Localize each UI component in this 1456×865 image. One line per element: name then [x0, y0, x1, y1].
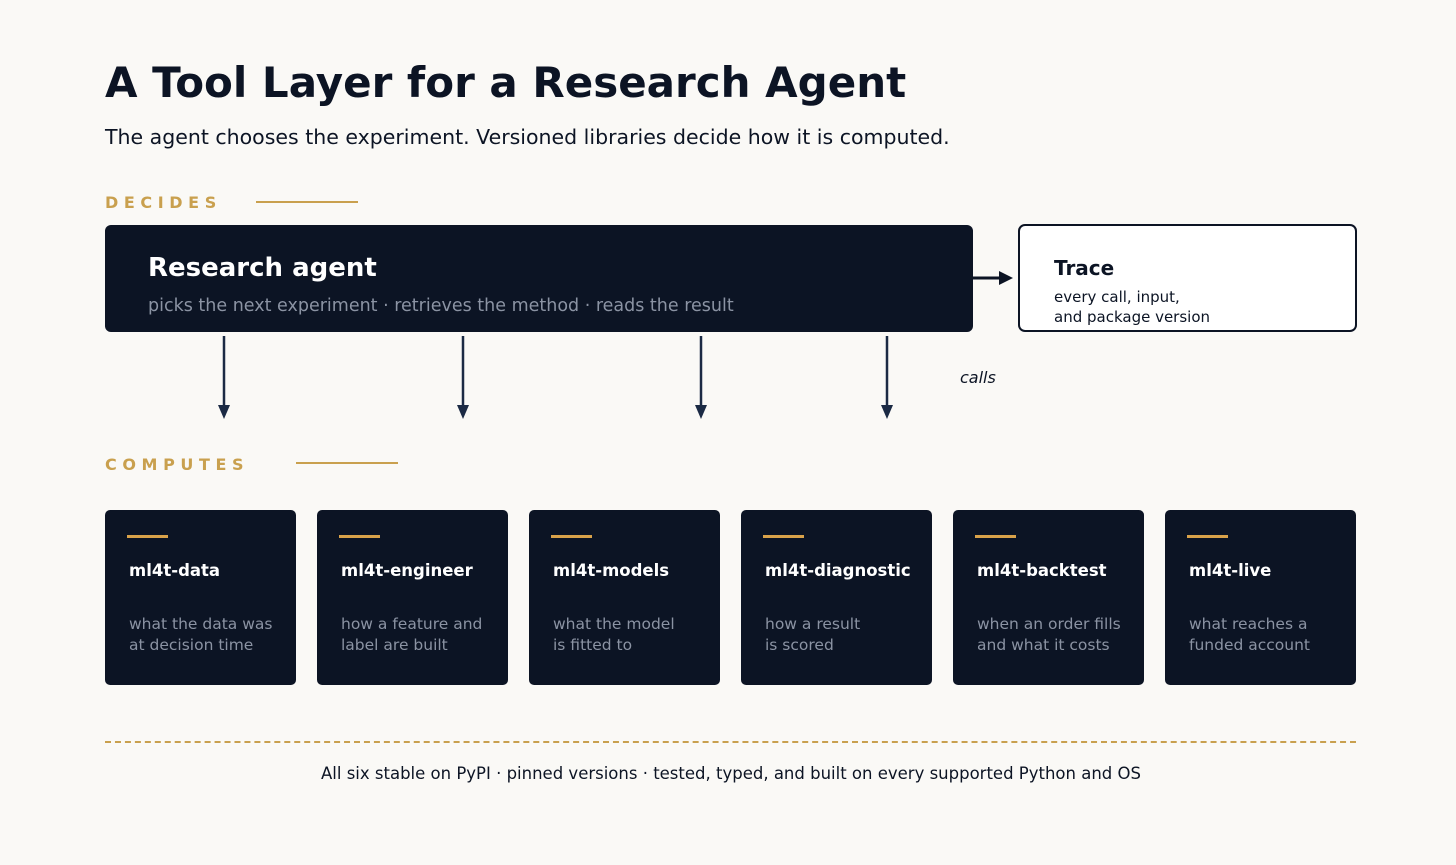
package-description: what the model is fitted to [553, 615, 675, 654]
package-card-ml4t-diagnostic: ml4t-diagnostic how a result is scored [741, 510, 932, 685]
package-description: how a result is scored [765, 615, 861, 654]
call-arrow-1 [218, 336, 230, 419]
package-description: how a feature and label are built [341, 615, 483, 654]
footer-divider [105, 741, 1356, 743]
agent-title: Research agent [148, 253, 377, 283]
calls-label: calls [960, 368, 996, 387]
package-card-ml4t-live: ml4t-live what reaches a funded account [1165, 510, 1356, 685]
page-title: A Tool Layer for a Research Agent [105, 58, 907, 107]
research-agent-box: Research agent picks the next experiment… [105, 225, 973, 332]
package-accent-bar [551, 535, 592, 538]
section-label-decides: DECIDES [105, 193, 222, 212]
call-arrow-4 [881, 336, 893, 419]
call-arrow-2 [457, 336, 469, 419]
package-name: ml4t-data [129, 561, 221, 580]
call-arrow-3 [695, 336, 707, 419]
section-label-computes: COMPUTES [105, 455, 250, 474]
package-name: ml4t-models [553, 561, 670, 580]
package-accent-bar [339, 535, 380, 538]
package-card-ml4t-backtest: ml4t-backtest when an order fills and wh… [953, 510, 1144, 685]
package-name: ml4t-live [1189, 561, 1272, 580]
package-name: ml4t-diagnostic [765, 561, 911, 580]
trace-title: Trace [1054, 256, 1115, 280]
agent-to-trace-arrow [973, 271, 1013, 285]
package-card-ml4t-data: ml4t-data what the data was at decision … [105, 510, 296, 685]
page-subtitle: The agent chooses the experiment. Versio… [105, 125, 950, 149]
package-accent-bar [975, 535, 1016, 538]
package-description: when an order fills and what it costs [977, 615, 1121, 654]
agent-subtitle: picks the next experiment · retrieves th… [148, 296, 734, 316]
package-accent-bar [1187, 535, 1228, 538]
package-description: what the data was at decision time [129, 615, 273, 654]
package-accent-bar [763, 535, 804, 538]
section-rule-decides [256, 201, 358, 203]
package-card-ml4t-models: ml4t-models what the model is fitted to [529, 510, 720, 685]
package-accent-bar [127, 535, 168, 538]
package-description: what reaches a funded account [1189, 615, 1310, 654]
trace-description: every call, input, and package version [1054, 288, 1211, 326]
package-name: ml4t-engineer [341, 561, 473, 580]
footer-text: All six stable on PyPI · pinned versions… [321, 764, 1141, 783]
trace-box: Trace every call, input, and package ver… [1018, 224, 1357, 332]
section-rule-computes [296, 462, 398, 464]
package-name: ml4t-backtest [977, 561, 1107, 580]
package-card-ml4t-engineer: ml4t-engineer how a feature and label ar… [317, 510, 508, 685]
